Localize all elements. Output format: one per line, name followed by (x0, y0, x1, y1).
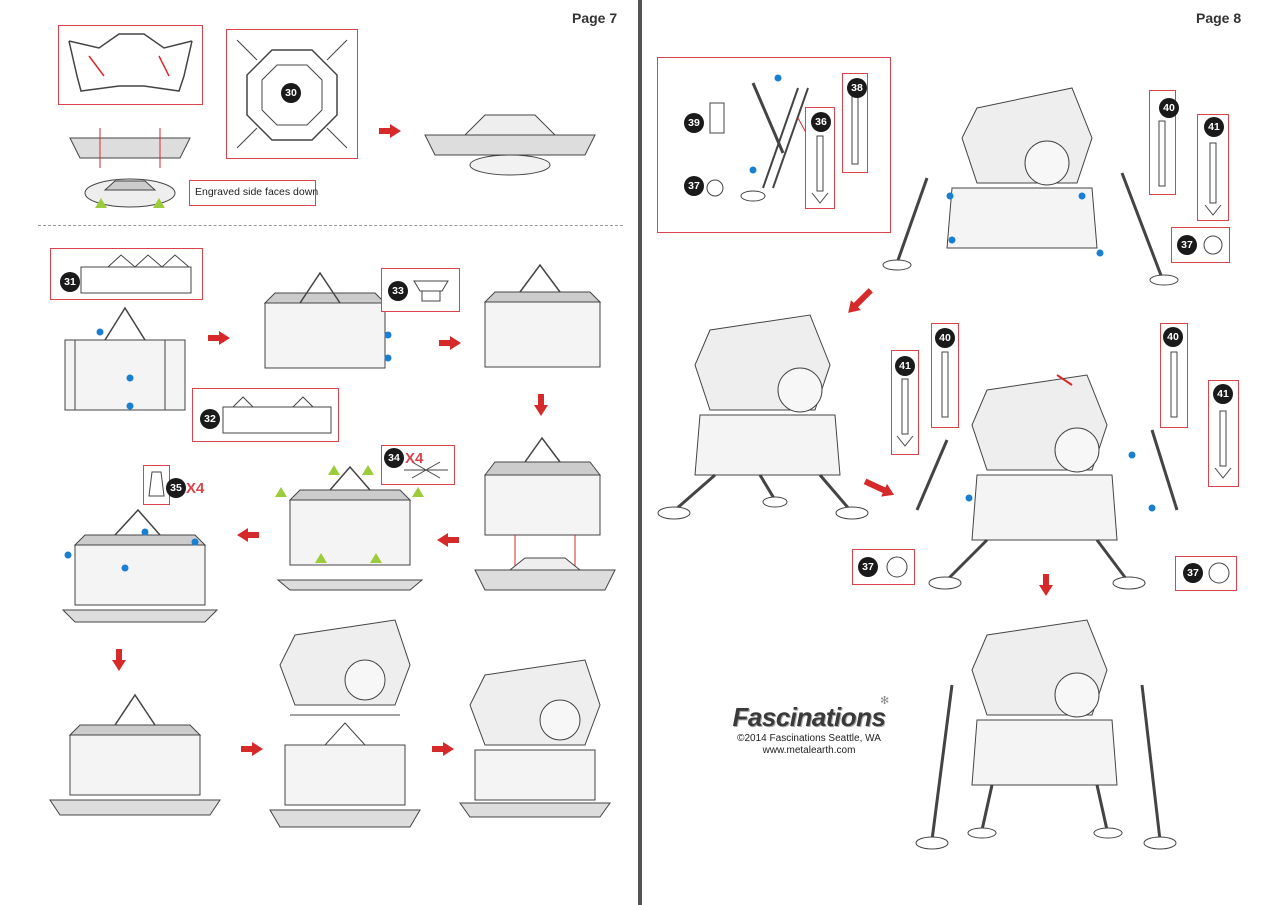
brand-mark-icon: ✻ (880, 695, 890, 707)
descent-stage-final-drawing (45, 690, 225, 820)
engraved-note-box: Engraved side faces down (189, 180, 319, 206)
step-arrow (439, 336, 461, 350)
ascent-stage-box-drawing (255, 268, 395, 378)
lander-final-legs-drawing (907, 360, 1207, 600)
part-34-drawing (404, 461, 448, 479)
part-32-drawing (222, 396, 332, 434)
lunar-module-finished-drawing (915, 605, 1177, 855)
part-31-badge: 31 (60, 272, 80, 292)
part-40-badge: 40 (1159, 98, 1179, 118)
part-34-badge: 34 (384, 448, 404, 468)
step-arrow (1039, 574, 1053, 596)
part-31-drawing (80, 254, 192, 294)
step-arrow (241, 742, 263, 756)
legs-attachment-drawing (60, 480, 220, 630)
step-arrow (437, 533, 459, 547)
lander-three-legs-drawing (650, 300, 869, 530)
part-37-badge: 37 (1183, 563, 1203, 583)
part-39-badge: 39 (684, 113, 704, 133)
descent-stage-assembly-drawing (60, 118, 200, 218)
lander-legs-step1-drawing (872, 78, 1242, 288)
part-41-badge: 41 (1213, 384, 1233, 404)
ascent-stage-complete-drawing (480, 262, 610, 372)
step-arrow (432, 742, 454, 756)
part-36-badge: 36 (811, 112, 831, 132)
part-40-badge: 40 (935, 328, 955, 348)
ladder-leg-detail-drawing (706, 74, 829, 202)
antenna-attachment-drawing (270, 455, 430, 591)
ascent-stage-wall-drawing (55, 300, 195, 415)
lander-assembled-drawing (455, 645, 615, 820)
part-32-badge: 32 (200, 409, 220, 429)
part-37-badge: 37 (858, 557, 878, 577)
part-38-badge: 38 (847, 78, 867, 98)
step-arrow (112, 649, 126, 671)
part-40-badge: 40 (1163, 327, 1183, 347)
descent-base-with-cone-drawing (415, 100, 605, 180)
part-35-badge: 35 (166, 478, 186, 498)
detail-callout-tabs (58, 25, 203, 105)
part-33-badge: 33 (388, 281, 408, 301)
part-33-attach-points (380, 330, 410, 365)
part-33-callout (381, 268, 460, 312)
step-arrow (863, 478, 887, 494)
part-41-badge: 41 (895, 356, 915, 376)
part-33-drawing (413, 280, 449, 302)
brand-url[interactable]: www.metalearth.com (762, 745, 856, 756)
page-spine (638, 0, 642, 905)
step-arrow (208, 331, 230, 345)
part-35-drawing (148, 471, 165, 497)
brand-block: Fascinations ©2014 Fascinations Seattle,… (724, 702, 894, 757)
engraved-note: Engraved side faces down (195, 186, 319, 198)
brand-name: Fascinations (732, 702, 886, 732)
page-7: Page 7 30 Engraved side faces dow (0, 0, 638, 905)
tab-detail-drawing (68, 33, 193, 92)
step-arrow (379, 124, 401, 138)
part-35-quantity: X4 (186, 480, 205, 497)
page-number: Page 7 (572, 10, 618, 26)
ascent-over-descent-drawing (470, 430, 620, 600)
brand-copyright: ©2014 Fascinations Seattle, WA (737, 733, 881, 744)
step-arrow (237, 528, 259, 542)
part-37-badge: 37 (684, 176, 704, 196)
part-41-badge: 41 (1204, 117, 1224, 137)
part-37-badge: 37 (1177, 235, 1197, 255)
page-8: Page 8 38 36 39 37 (642, 0, 1280, 905)
part-30-badge: 30 (281, 83, 301, 103)
octagon-part-drawing (236, 39, 348, 149)
section-divider (38, 225, 623, 226)
step-arrow (534, 394, 548, 416)
part-34-quantity: X4 (405, 450, 424, 467)
page-number: Page 8 (1196, 10, 1242, 26)
lander-mating-drawing (265, 605, 425, 835)
